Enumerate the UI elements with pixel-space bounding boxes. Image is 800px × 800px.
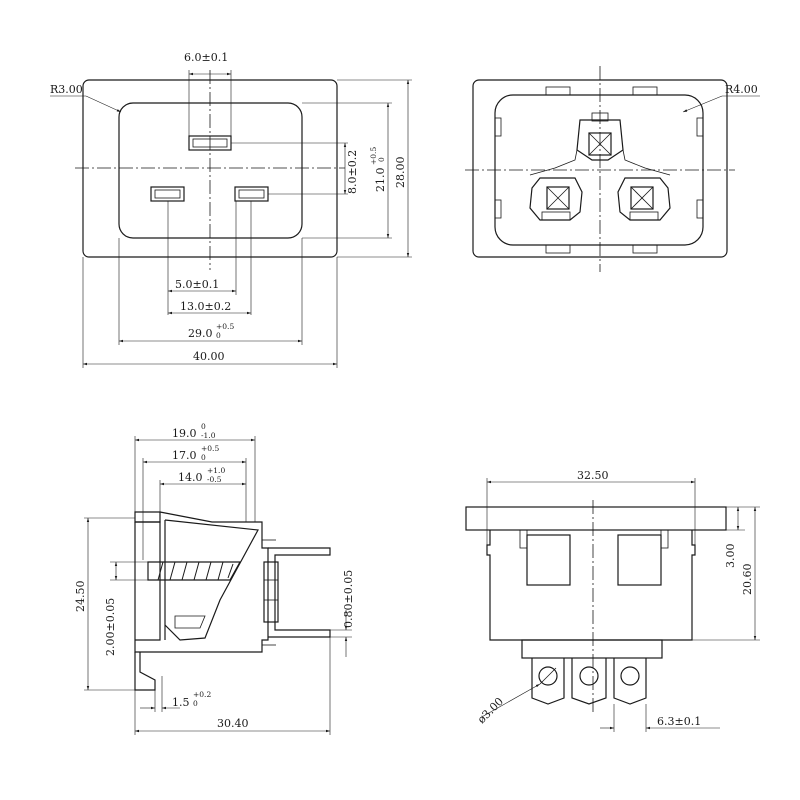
side-dim-14: 14.0 [178,471,203,484]
side-dim-17: 17.0 [172,449,197,462]
front-dim-28: 28.00 [394,157,407,189]
front-dim-13: 13.0±0.2 [180,300,231,313]
bottom-dim-6-3: 6.3±0.1 [657,715,701,728]
side-dim-2: 2.00±0.05 [104,598,117,656]
svg-text:0: 0 [201,453,206,462]
bottom-dim-diameter: ø3.00 [475,695,506,726]
side-body-outline [134,511,269,653]
front-body-outline [118,102,303,239]
svg-text:-1.0: -1.0 [201,431,216,440]
front-dim-5: 5.0±0.1 [175,278,219,291]
front-dim-8: 8.0±0.2 [346,150,359,194]
rear-view: R4.00 [465,66,760,272]
bottom-flange-outline [465,506,727,531]
bottom-right-cavity [617,534,662,586]
svg-text:+0.5: +0.5 [201,444,219,453]
front-dim-21: 21.0 [374,168,387,193]
side-dim-30-4: 30.40 [217,717,249,730]
svg-text:+0.5: +0.5 [216,322,234,331]
front-view: R3.00 6.0±0.1 8.0±0.2 21.0 +0.5 0 28.00 … [50,51,412,368]
svg-text:0: 0 [377,157,386,162]
svg-text:+1.0: +1.0 [207,466,225,475]
svg-text:+0.2: +0.2 [193,690,211,699]
rear-radius-label: R4.00 [725,83,758,96]
bottom-dim-3: 3.00 [724,544,737,569]
front-dim-40: 40.00 [193,350,225,363]
bottom-center-terminal-hole [579,666,599,686]
rear-left-terminal [546,186,570,210]
bottom-dim-32-5: 32.50 [577,469,609,482]
rear-top-terminal [588,132,612,156]
bottom-right-terminal-hole [620,666,640,686]
svg-text:+0.5: +0.5 [369,147,378,165]
front-radius-label: R3.00 [50,83,83,96]
bottom-left-cavity [526,534,571,586]
side-view: 19.0 0 -1.0 17.0 +0.5 0 14.0 +1.0 -0.5 2… [74,422,355,735]
rear-right-terminal [630,186,654,210]
svg-text:0: 0 [216,331,221,340]
bottom-left-terminal-hole [538,666,558,686]
front-left-slot [150,186,185,202]
side-dim-24-5: 24.50 [74,581,87,613]
svg-text:0: 0 [193,699,198,708]
side-dim-19: 19.0 [172,427,197,440]
svg-text:0: 0 [201,422,206,431]
front-dim-29: 29.0 [188,327,213,340]
side-dim-1-5: 1.5 [172,696,190,709]
svg-text:-0.5: -0.5 [207,475,222,484]
bottom-view: ø3.00 32.50 3.00 20.60 6.3±0.1 [465,469,760,732]
side-dim-0-8: 0.80±0.05 [342,570,355,628]
front-right-slot [234,186,269,202]
bottom-dim-20-6: 20.60 [741,564,754,596]
front-dim-6: 6.0±0.1 [184,51,228,64]
